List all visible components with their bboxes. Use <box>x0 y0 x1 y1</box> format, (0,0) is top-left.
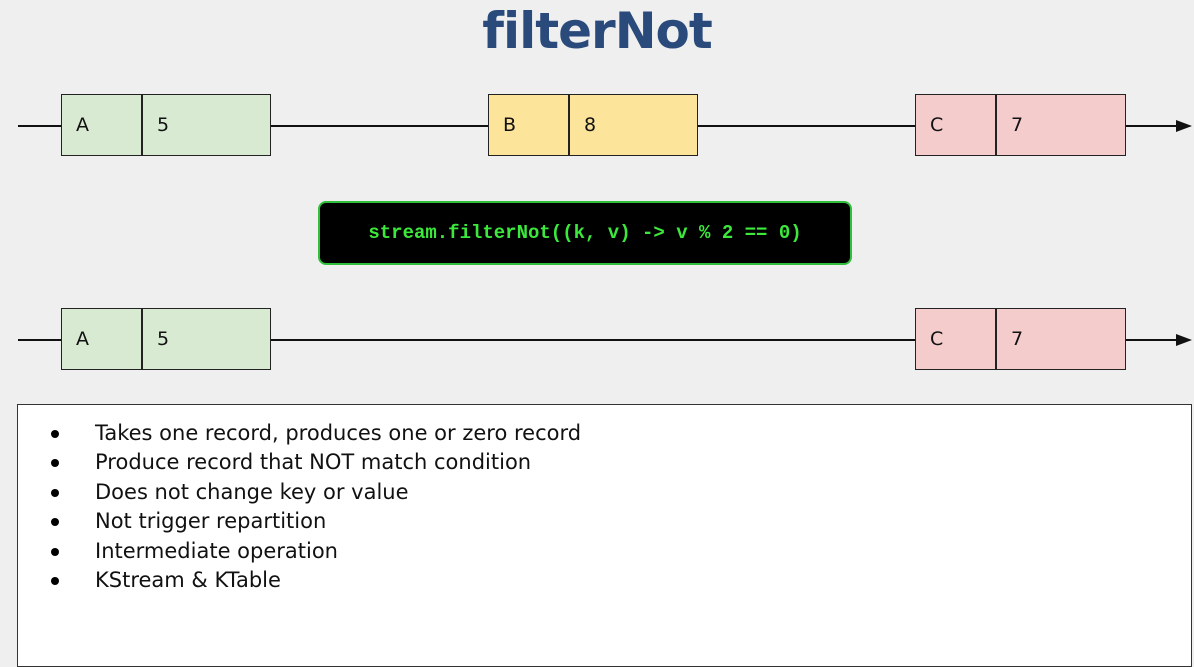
record-value: 7 <box>1011 114 1024 136</box>
list-item-text: Produce record that NOT match condition <box>95 450 532 475</box>
bullet-icon <box>51 547 59 556</box>
list-item-text: Takes one record, produces one or zero r… <box>95 421 582 445</box>
notes-list: Takes one record, produces one or zero r… <box>18 405 1191 595</box>
list-item: Not trigger repartition <box>18 507 1191 536</box>
list-item: Does not change key or value <box>18 478 1191 507</box>
output-record-c: C 7 <box>915 308 1126 370</box>
output-stream-line <box>18 339 1178 341</box>
input-record-c: C 7 <box>915 94 1126 156</box>
bullet-icon <box>51 430 59 438</box>
list-item: Intermediate operation <box>18 537 1191 566</box>
list-item: KStream & KTable <box>18 566 1191 595</box>
output-record-a: A 5 <box>61 308 271 370</box>
list-item-text: Not trigger repartition <box>95 509 327 534</box>
record-value: 8 <box>584 114 597 136</box>
list-item-text: Intermediate operation <box>95 538 338 563</box>
input-stream-arrow-icon <box>1176 120 1192 132</box>
list-item-text: KStream & KTable <box>95 567 281 592</box>
record-value: 7 <box>1011 328 1024 350</box>
input-record-b: B 8 <box>488 94 698 156</box>
list-item-text: Does not change key or value <box>95 479 409 504</box>
operation-code: stream.filterNot((k, v) -> v % 2 == 0) <box>318 201 852 265</box>
record-key: C <box>916 95 997 155</box>
bullet-icon <box>51 459 59 468</box>
bullet-icon <box>51 576 59 585</box>
input-record-a: A 5 <box>61 94 271 156</box>
record-key: B <box>489 95 570 155</box>
record-key: A <box>62 309 143 369</box>
list-item: Produce record that NOT match condition <box>18 448 1191 477</box>
bullet-icon <box>51 518 59 527</box>
list-item: Takes one record, produces one or zero r… <box>18 419 1191 448</box>
record-value: 5 <box>157 328 170 350</box>
record-value: 5 <box>157 114 170 136</box>
output-stream-arrow-icon <box>1176 334 1192 346</box>
record-key: A <box>62 95 143 155</box>
record-key: C <box>916 309 997 369</box>
notes-box: Takes one record, produces one or zero r… <box>17 404 1192 667</box>
page-title: filterNot <box>482 2 713 60</box>
bullet-icon <box>51 488 59 497</box>
